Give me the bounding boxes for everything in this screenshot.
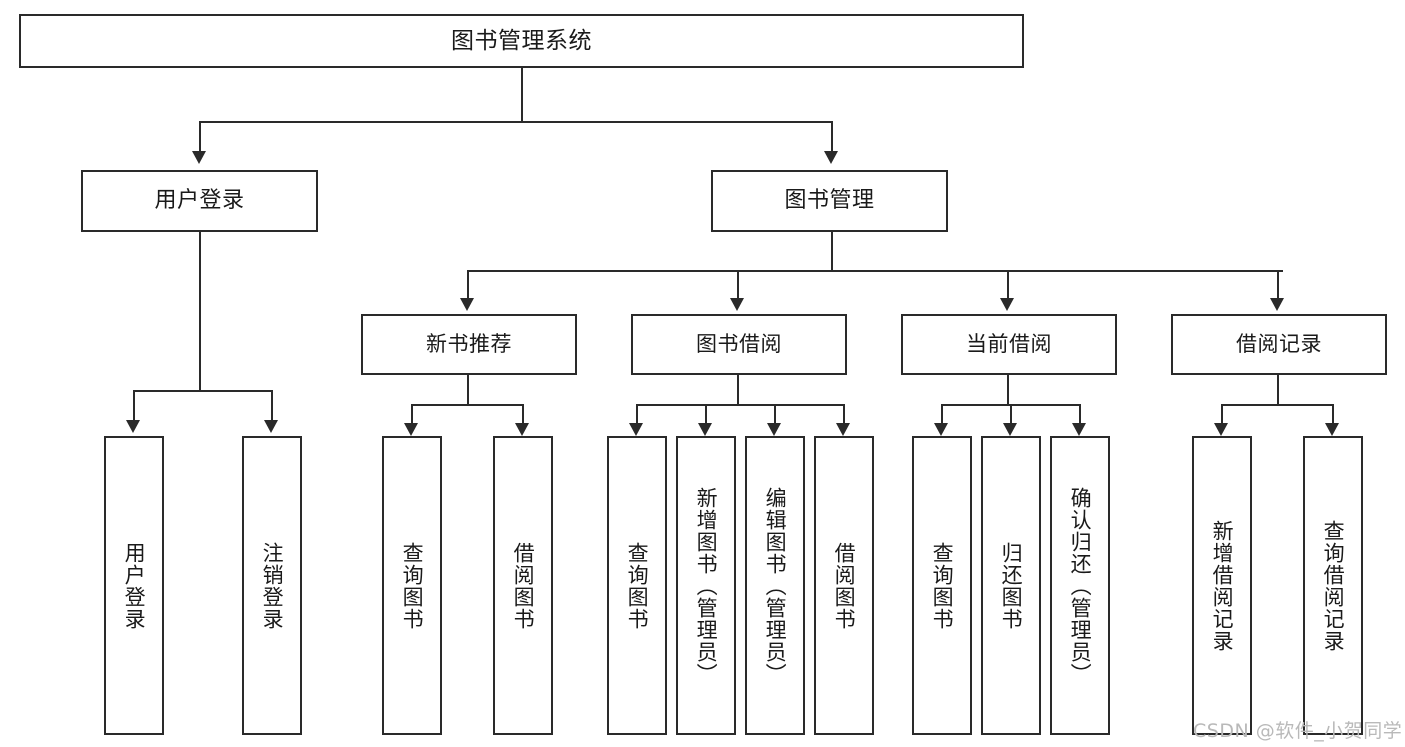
node-label: 编辑图书（管理员） (763, 486, 788, 685)
arrow-to-leaf-logout-login (264, 420, 278, 433)
node-root-system[interactable]: 图书管理系统 (19, 14, 1024, 68)
edge-bus-borrow-record (1221, 404, 1334, 406)
node-label: 注销登录 (260, 541, 285, 630)
node-label: 图书借阅 (696, 332, 782, 357)
edge-bus-user-login-leaves (133, 390, 272, 392)
node-label: 新增借阅记录 (1210, 519, 1235, 652)
node-label: 用户登录 (154, 188, 245, 214)
edge-to-leaf-add-record (1221, 404, 1223, 424)
node-label: 用户登录 (122, 541, 147, 630)
node-user-login[interactable]: 用户登录 (81, 170, 318, 232)
edge-to-current-borrow (1007, 270, 1009, 298)
edge-to-leaf-user-login (133, 390, 135, 420)
arrow-to-leaf-query-book-2 (629, 423, 643, 436)
arrow-to-current-borrow (1000, 298, 1014, 311)
edge-to-leaf-edit-book (774, 404, 776, 424)
edge-new-book-recommend-trunk (467, 375, 469, 404)
arrow-to-leaf-add-record (1214, 423, 1228, 436)
node-leaf-query-book-3[interactable]: 查询图书 (912, 436, 972, 735)
edge-to-book-borrow (737, 270, 739, 298)
node-label: 查询图书 (625, 541, 650, 630)
edge-to-borrow-record (1277, 270, 1279, 298)
edge-to-leaf-confirm-return (1079, 404, 1081, 424)
edge-to-new-book-recommend (467, 270, 469, 298)
edge-book-borrow-trunk (737, 375, 739, 404)
node-label: 新增图书（管理员） (694, 486, 719, 685)
node-label: 归还图书 (999, 541, 1024, 630)
edge-bus-level2 (199, 121, 833, 123)
arrow-to-user-login (192, 151, 206, 164)
edge-bus-new-book-recommend (411, 404, 524, 406)
node-label: 图书管理 (784, 188, 875, 214)
edge-user-login-trunk (199, 232, 201, 390)
node-leaf-query-record[interactable]: 查询借阅记录 (1303, 436, 1363, 735)
node-book-borrow[interactable]: 图书借阅 (631, 314, 847, 375)
arrow-to-leaf-query-book-3 (934, 423, 948, 436)
edge-bus-level3 (467, 270, 1283, 272)
arrow-to-leaf-return-book (1003, 423, 1017, 436)
node-label: 图书管理系统 (451, 27, 592, 54)
node-label: 查询图书 (930, 541, 955, 630)
node-leaf-add-record[interactable]: 新增借阅记录 (1192, 436, 1252, 735)
node-leaf-query-book-2[interactable]: 查询图书 (607, 436, 667, 735)
node-leaf-return-book[interactable]: 归还图书 (981, 436, 1041, 735)
edge-to-leaf-query-book-1 (411, 404, 413, 424)
arrow-to-new-book-recommend (460, 298, 474, 311)
node-label: 当前借阅 (966, 332, 1052, 357)
arrow-to-borrow-record (1270, 298, 1284, 311)
node-book-manage[interactable]: 图书管理 (711, 170, 948, 232)
node-label: 查询图书 (400, 541, 425, 630)
edge-bus-book-borrow (636, 404, 843, 406)
edge-to-leaf-query-book-2 (636, 404, 638, 424)
node-label: 借阅记录 (1236, 332, 1322, 357)
node-label: 确认归还（管理员） (1068, 486, 1093, 685)
csdn-watermark: CSDN @软件_小贺同学 (1193, 720, 1403, 742)
node-leaf-confirm-return[interactable]: 确认归还（管理员） (1050, 436, 1110, 735)
node-leaf-borrow-book-2[interactable]: 借阅图书 (814, 436, 874, 735)
node-label: 新书推荐 (426, 332, 512, 357)
node-leaf-borrow-book-1[interactable]: 借阅图书 (493, 436, 553, 735)
edge-current-borrow-trunk (1007, 375, 1009, 404)
edge-to-leaf-query-book-3 (941, 404, 943, 424)
arrow-to-leaf-confirm-return (1072, 423, 1086, 436)
arrow-to-leaf-borrow-book-1 (515, 423, 529, 436)
arrow-to-leaf-user-login (126, 420, 140, 433)
node-leaf-logout-login[interactable]: 注销登录 (242, 436, 302, 735)
edge-root-trunk (521, 68, 523, 121)
node-label: 借阅图书 (832, 541, 857, 630)
edge-to-leaf-query-record (1332, 404, 1334, 424)
edge-to-leaf-borrow-book-2 (843, 404, 845, 424)
arrow-to-leaf-borrow-book-2 (836, 423, 850, 436)
node-label: 查询借阅记录 (1321, 519, 1346, 652)
edge-to-leaf-logout-login (271, 390, 273, 420)
edge-to-leaf-return-book (1010, 404, 1012, 424)
node-leaf-add-book[interactable]: 新增图书（管理员） (676, 436, 736, 735)
edge-book-manage-trunk (831, 232, 833, 270)
edge-to-leaf-add-book (705, 404, 707, 424)
arrow-to-book-borrow (730, 298, 744, 311)
edge-to-leaf-borrow-book-1 (522, 404, 524, 424)
node-label: 借阅图书 (511, 541, 536, 630)
arrow-to-book-manage (824, 151, 838, 164)
arrow-to-leaf-query-book-1 (404, 423, 418, 436)
arrow-to-leaf-edit-book (767, 423, 781, 436)
node-new-book-recommend[interactable]: 新书推荐 (361, 314, 577, 375)
edge-to-user-login (199, 121, 201, 151)
arrow-to-leaf-add-book (698, 423, 712, 436)
edge-borrow-record-trunk (1277, 375, 1279, 404)
node-current-borrow[interactable]: 当前借阅 (901, 314, 1117, 375)
node-leaf-query-book-1[interactable]: 查询图书 (382, 436, 442, 735)
edge-to-book-manage (831, 121, 833, 151)
arrow-to-leaf-query-record (1325, 423, 1339, 436)
node-leaf-edit-book[interactable]: 编辑图书（管理员） (745, 436, 805, 735)
node-leaf-user-login[interactable]: 用户登录 (104, 436, 164, 735)
node-borrow-record[interactable]: 借阅记录 (1171, 314, 1387, 375)
